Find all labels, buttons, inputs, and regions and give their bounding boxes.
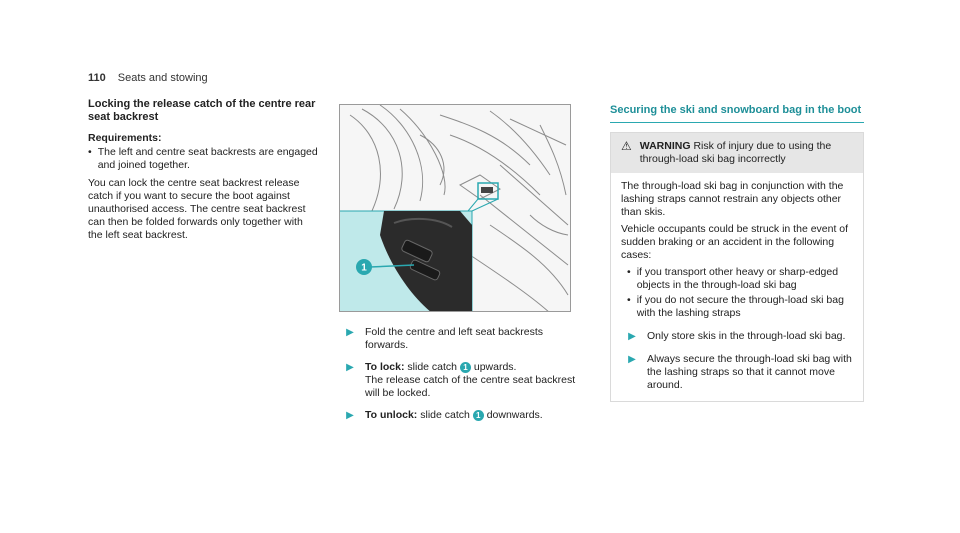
step-text: Fold the centre and left seat backrests …: [365, 326, 544, 351]
step-item: ▶ To unlock: slide catch 1 downwards.: [339, 409, 579, 422]
warning-triangle-icon: ⚠: [621, 139, 632, 153]
warning-heading-text: WARNING Risk of injury due to using the …: [640, 140, 853, 166]
step-text: upwards.: [473, 361, 517, 373]
page-number: 110: [88, 72, 106, 84]
step-text: Always secure the through-load ski bag w…: [647, 353, 852, 391]
step-arrow-icon: ▶: [628, 331, 636, 342]
intro-paragraph: You can lock the centre seat backrest re…: [88, 177, 306, 241]
step-text: downwards.: [486, 409, 543, 421]
step-arrow-icon: ▶: [346, 410, 354, 421]
step-text: slide catch: [407, 361, 458, 373]
bullet-text: if you transport other heavy or sharp-ed…: [636, 266, 839, 291]
callout-number: 1: [361, 263, 367, 274]
warning-label: WARNING: [639, 140, 691, 152]
bullet-icon: •: [627, 294, 631, 306]
warning-paragraph: The through-load ski bag in conjunction …: [621, 180, 844, 218]
bullet-text: if you do not secure the through-load sk…: [636, 294, 844, 319]
step-label: To lock:: [365, 361, 405, 373]
step-item: ▶ To lock: slide catch 1 upwards. The re…: [339, 361, 579, 400]
bullet-icon: •: [627, 266, 631, 278]
step-content: To unlock: slide catch 1 downwards.: [365, 409, 543, 422]
step-label: To unlock:: [365, 409, 418, 421]
warning-heading: Risk of injury due to using the through-…: [639, 140, 832, 165]
warning-header: ⚠ WARNING Risk of injury due to using th…: [611, 133, 863, 173]
step-arrow-icon: ▶: [628, 354, 636, 365]
warning-step: ▶ Always secure the through-load ski bag…: [621, 353, 853, 392]
callout-badge: 1: [472, 410, 484, 421]
step-arrow-icon: ▶: [346, 362, 354, 373]
callout-badge: [356, 259, 372, 275]
warning-paragraph: Vehicle occupants could be struck in the…: [621, 223, 849, 261]
requirement-item: • The left and centre seat backrests are…: [88, 146, 320, 172]
warning-bullet: • if you transport other heavy or sharp-…: [621, 266, 853, 292]
warning-step: ▶ Only store skis in the through-load sk…: [621, 330, 853, 343]
section-title: Seats and stowing: [117, 72, 208, 84]
step-text: slide catch: [420, 409, 470, 421]
warning-box: ⚠ WARNING Risk of injury due to using th…: [610, 132, 864, 402]
step-text: Only store skis in the through-load ski …: [647, 330, 846, 342]
warning-body: The through-load ski bag in conjunction …: [611, 173, 863, 401]
step-item: ▶ Fold the centre and left seat backrest…: [339, 326, 579, 352]
left-column: Locking the release catch of the centre …: [88, 98, 320, 242]
callout-badge: 1: [459, 362, 471, 373]
instruction-steps: ▶ Fold the centre and left seat backrest…: [339, 326, 579, 431]
warning-bullet: • if you do not secure the through-load …: [621, 294, 853, 320]
requirements-label: Requirements:: [88, 132, 162, 144]
page-header: 110 Seats and stowing: [88, 72, 208, 84]
section-heading: Locking the release catch of the centre …: [88, 98, 316, 123]
section-heading: Securing the ski and snowboard bag in th…: [610, 104, 864, 123]
step-arrow-icon: ▶: [346, 327, 354, 338]
bullet-icon: •: [88, 146, 92, 158]
requirement-text: The left and centre seat backrests are e…: [97, 146, 318, 171]
step-content: To lock: slide catch 1 upwards. The rele…: [365, 361, 579, 400]
right-column: Securing the ski and snowboard bag in th…: [610, 104, 864, 402]
seat-release-illustration: 1: [339, 104, 571, 312]
step-note: The release catch of the centre seat bac…: [365, 374, 576, 399]
illustration-svg: 1: [340, 105, 570, 311]
